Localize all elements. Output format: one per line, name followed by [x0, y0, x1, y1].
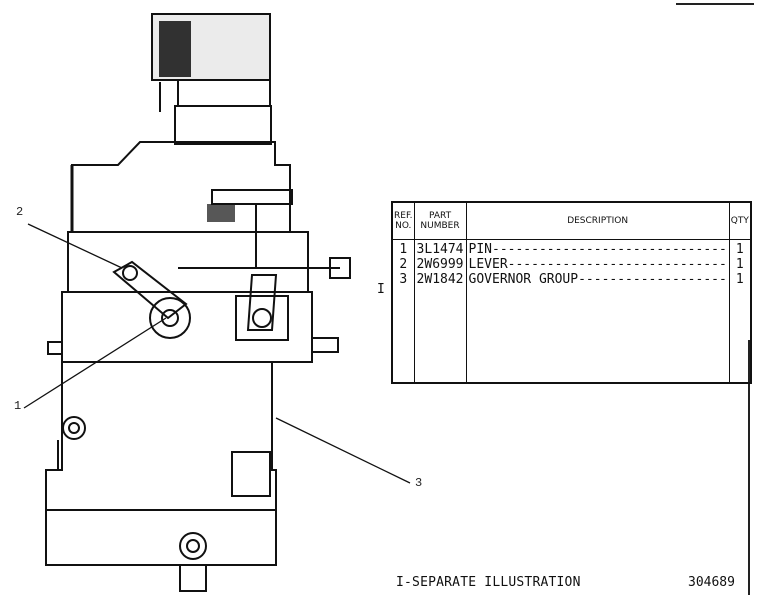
ref-no: 3: [391, 272, 415, 287]
description: GOVERNOR GROUP-------------------: [465, 272, 730, 287]
table-filler-row: [391, 287, 752, 383]
qty: 1: [728, 239, 752, 257]
separate-illustration-marker: I: [377, 282, 385, 297]
right-rule: [748, 340, 750, 595]
ref-no: 1: [391, 239, 415, 257]
description: PIN------------------------------: [465, 239, 730, 257]
illustration-code: 304689: [688, 575, 735, 590]
ref-no: 2: [391, 257, 415, 272]
table-header-row: REF. NO. PART NUMBER DESCRIPTION QTY: [391, 201, 752, 240]
header-description: DESCRIPTION: [465, 201, 730, 240]
header-qty: QTY: [728, 201, 752, 240]
part-number: 3L1474: [413, 239, 467, 257]
description: LEVER----------------------------: [465, 257, 730, 272]
table-row: 1 3L1474 PIN----------------------------…: [391, 239, 752, 257]
callout-1: 1: [14, 399, 22, 413]
header-ref-no: REF. NO.: [391, 201, 415, 240]
top-rule: [676, 3, 754, 5]
callout-3: 3: [415, 476, 423, 490]
table-row: 3 2W1842 GOVERNOR GROUP-----------------…: [391, 272, 752, 287]
qty: 1: [728, 272, 752, 287]
parts-table: REF. NO. PART NUMBER DESCRIPTION QTY 1 3…: [391, 201, 752, 384]
qty: 1: [728, 257, 752, 272]
callout-2: 2: [16, 205, 24, 219]
header-part-number: PART NUMBER: [413, 201, 467, 240]
footer-note: I-SEPARATE ILLUSTRATION: [396, 575, 581, 590]
table-row: 2 2W6999 LEVER--------------------------…: [391, 257, 752, 272]
part-number: 2W6999: [413, 257, 467, 272]
part-number: 2W1842: [413, 272, 467, 287]
